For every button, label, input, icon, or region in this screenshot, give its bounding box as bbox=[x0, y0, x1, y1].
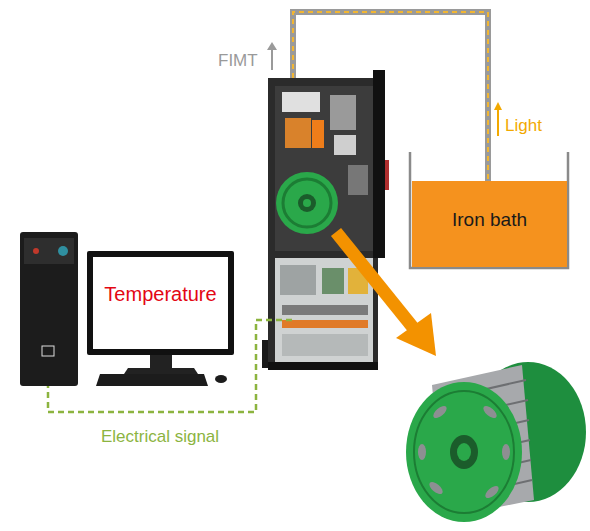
fiber-spool-small-part bbox=[283, 179, 331, 227]
monitor-part bbox=[124, 368, 198, 374]
node-text: Iron bath bbox=[412, 209, 567, 231]
instrument-cabinet-part bbox=[282, 334, 368, 356]
monitor-screen: Temperature bbox=[93, 257, 228, 349]
instrument-cabinet-part bbox=[282, 305, 368, 315]
fimt-arrow-part bbox=[271, 47, 273, 70]
monitor-part bbox=[150, 355, 172, 368]
instrument-cabinet-part bbox=[285, 118, 311, 148]
iron-bath: Iron bath bbox=[412, 181, 567, 267]
instrument-cabinet-part bbox=[282, 320, 368, 328]
fimt-arrow bbox=[267, 42, 277, 70]
fimt-label: FIMT bbox=[218, 51, 258, 71]
computer-tower-part bbox=[24, 238, 74, 264]
keyboard-mouse-part bbox=[215, 375, 227, 383]
fiber-spool-large-part bbox=[427, 480, 444, 496]
instrument-cabinet-part bbox=[268, 362, 378, 370]
fiber-spool-large-part bbox=[450, 435, 478, 469]
light-arrow bbox=[494, 102, 502, 136]
instrument-cabinet-part bbox=[385, 160, 389, 190]
light-arrow-part bbox=[494, 102, 502, 110]
fiber-spool-small-part bbox=[298, 194, 316, 212]
instrument-cabinet-part bbox=[275, 86, 373, 251]
keyboard-mouse-part bbox=[96, 374, 208, 386]
instrument-cabinet-part bbox=[282, 92, 320, 112]
zoom-arrow-part bbox=[396, 313, 436, 356]
computer-tower bbox=[20, 232, 78, 386]
instrument-cabinet-part bbox=[348, 165, 368, 195]
fiber-spool-large-part bbox=[414, 391, 514, 513]
monitor-part bbox=[87, 251, 234, 355]
fiber-spool-large-part bbox=[483, 484, 500, 500]
instrument-cabinet bbox=[262, 70, 389, 370]
monitor bbox=[87, 251, 234, 374]
instrument-cabinet-part bbox=[268, 78, 378, 368]
fiber-spool-large-part bbox=[457, 443, 471, 461]
fimt-arrow-part bbox=[267, 42, 277, 50]
fiber-spool-large-part bbox=[502, 444, 510, 460]
computer-tower-part bbox=[20, 232, 78, 386]
fiber-spool-large-part bbox=[406, 382, 522, 522]
instrument-cabinet-part bbox=[373, 70, 385, 258]
zoom-arrow-part bbox=[336, 232, 415, 330]
fiber-spool-small bbox=[276, 172, 338, 234]
instrument-cabinet-part bbox=[334, 135, 356, 155]
computer-tower-part bbox=[33, 248, 39, 254]
node-text: Temperature bbox=[93, 283, 228, 306]
instrument-cabinet-part bbox=[275, 258, 373, 363]
instrument-cabinet-part bbox=[322, 268, 344, 294]
instrument-cabinet-part bbox=[330, 95, 356, 130]
instrument-cabinet-part bbox=[280, 265, 316, 295]
computer-tower-part bbox=[58, 246, 68, 256]
fiber-spool-large-part bbox=[418, 444, 426, 460]
bath-vessel bbox=[410, 152, 568, 268]
fiber-spool-small-part bbox=[303, 199, 311, 207]
keyboard-mouse bbox=[96, 374, 227, 386]
fiber-spool-large bbox=[406, 362, 586, 522]
fiber-spool-large-part bbox=[481, 404, 498, 420]
light-arrow-part bbox=[497, 107, 499, 136]
signal-label: Electrical signal bbox=[101, 427, 219, 447]
light-label: Light bbox=[505, 116, 542, 136]
computer-tower-part bbox=[42, 346, 54, 356]
instrument-cabinet-part bbox=[312, 120, 324, 148]
fiber-spool-large-part bbox=[431, 404, 448, 420]
fiber-spool-small-part bbox=[276, 172, 338, 234]
